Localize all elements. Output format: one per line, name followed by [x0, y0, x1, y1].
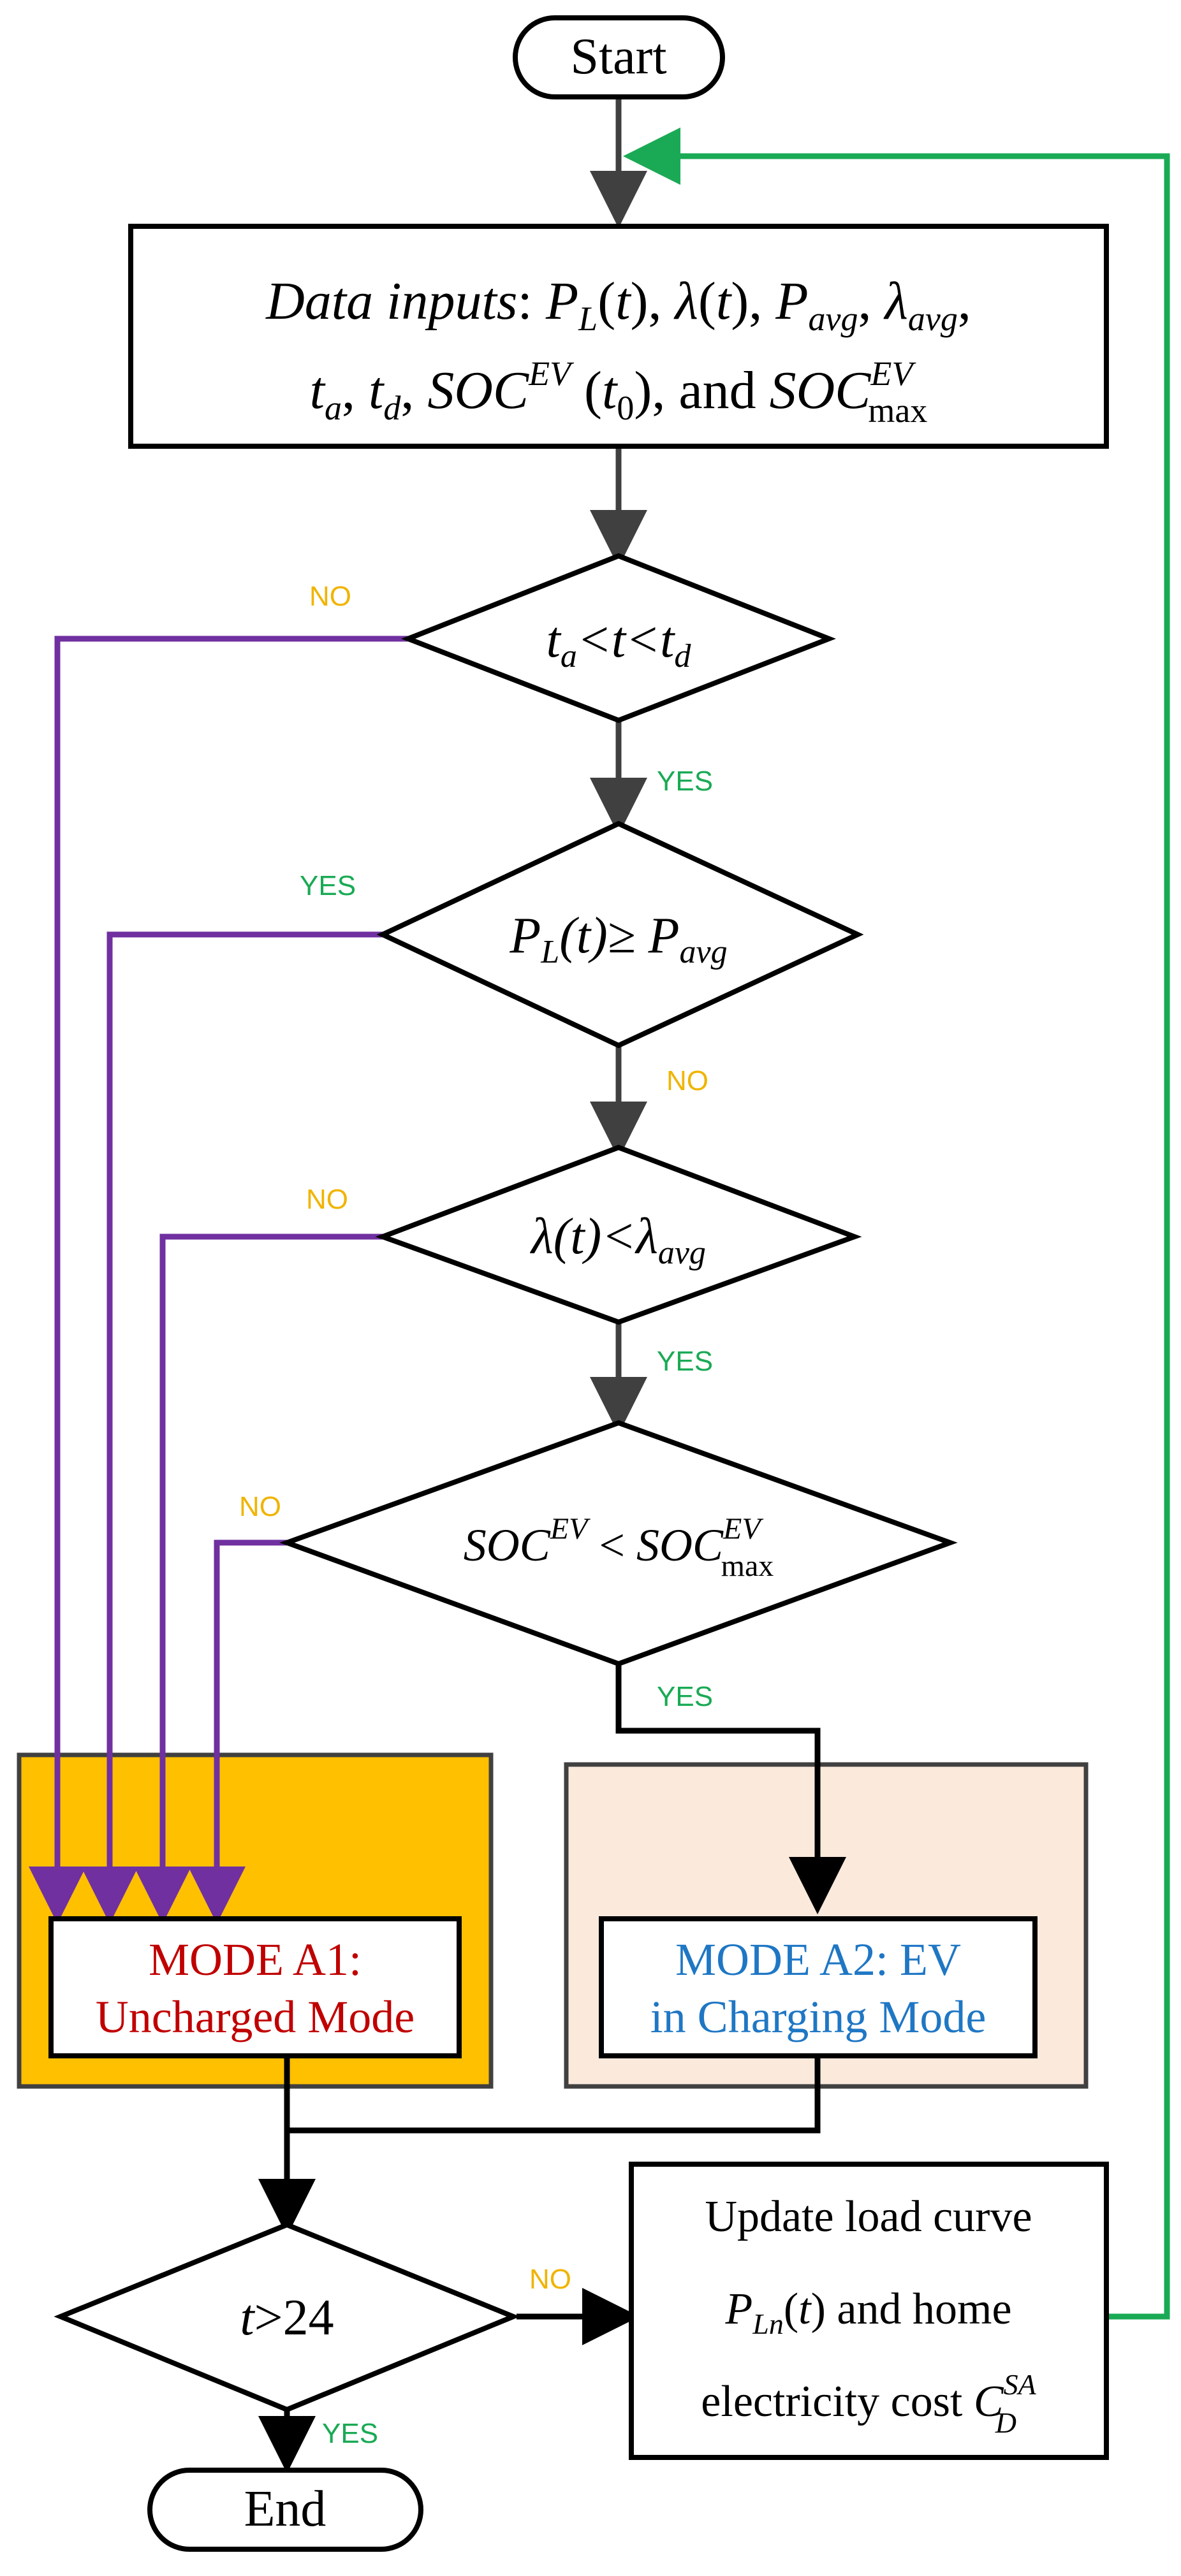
decision-load-label: PL(t)≥ Pavg [509, 908, 727, 970]
mode-a1-branches [29, 636, 408, 1924]
label-load-no: NO [666, 1065, 708, 1096]
decision-end [54, 2222, 520, 2413]
label-time-no: NO [309, 581, 351, 612]
mode-a1-box [48, 1916, 462, 2058]
soc-yes-connector [615, 1664, 846, 1914]
update-box [629, 2162, 1109, 2460]
label-end-yes: YES [322, 2418, 378, 2449]
mode-a2-box [599, 1916, 1038, 2058]
mode-a1-line1: MODE A1: [149, 1934, 362, 1985]
label-price-yes: YES [657, 1346, 713, 1377]
svg-text:PLn(t) and home: PLn(t) and home [724, 2285, 1011, 2340]
data-inputs-line1: Data inputs: PL(t), λ(t), Pavg, λavg, [265, 272, 971, 338]
label-soc-yes: YES [657, 1681, 713, 1712]
data-inputs-prefix: Data inputs [265, 272, 517, 331]
loop-back-connector [623, 127, 1170, 2320]
decision-time-window [401, 553, 836, 724]
mode-a2-line1: MODE A2: EV [675, 1934, 961, 1985]
decision-time-window-label: ta<t<td [546, 612, 692, 674]
update-line2-suffix: and home [837, 2285, 1011, 2334]
label-load-yes: YES [300, 870, 356, 901]
label-end-no: NO [529, 2264, 571, 2295]
label-soc-no: NO [239, 1491, 281, 1522]
decision-load [376, 820, 864, 1049]
label-price-no: NO [306, 1184, 348, 1215]
svg-text:Data inputs: PL(t), λ(t), Pavg: Data inputs: PL(t), λ(t), Pavg, λavg, [265, 272, 971, 338]
update-line1: Update load curve [705, 2192, 1032, 2241]
end-label: End [244, 2481, 326, 2537]
start-label: Start [570, 29, 666, 85]
decision-soc [279, 1420, 958, 1667]
update-line3-text: electricity cost [701, 2377, 963, 2426]
decision-end-label: t>24 [240, 2290, 334, 2346]
mode-a2-line2: in Charging Mode [650, 1991, 987, 2042]
mode-a1-line2: Uncharged Mode [96, 1991, 415, 2042]
end-terminal [147, 2468, 423, 2552]
update-line2: PLn(t) and home [724, 2285, 1011, 2340]
start-terminal [513, 15, 725, 99]
label-time-yes: YES [657, 766, 713, 797]
data-inputs-box [128, 224, 1109, 449]
merge-connectors [258, 2057, 821, 2473]
decision-price-label: λ(t)<λavg [530, 1209, 706, 1271]
decision-price [375, 1144, 862, 1325]
